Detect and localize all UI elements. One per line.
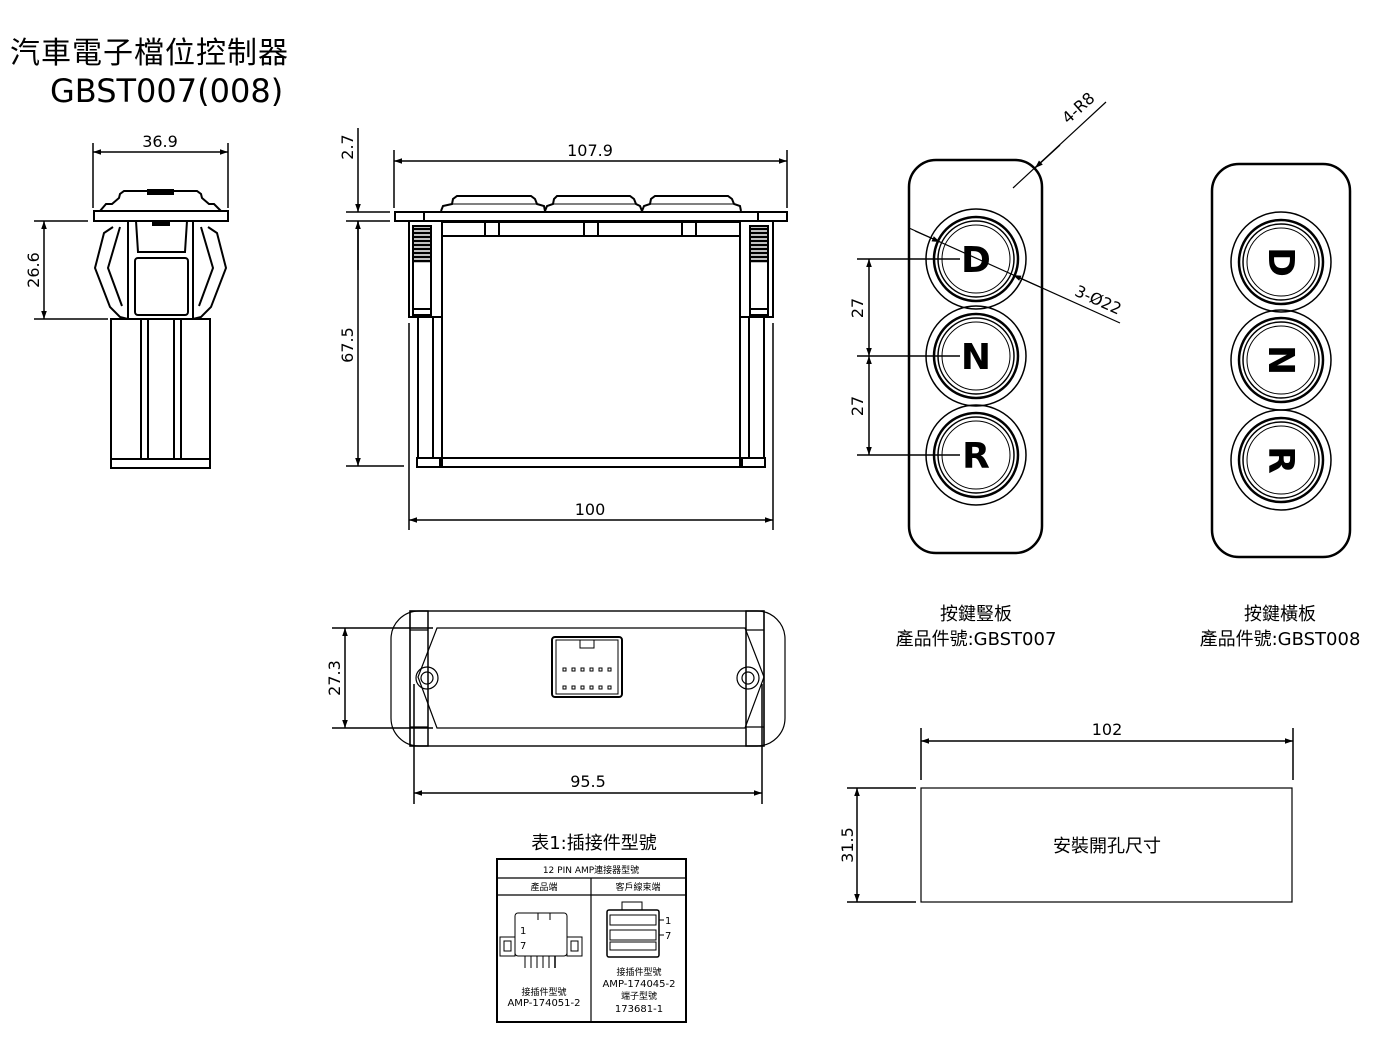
dim-side-height: 26.6 [24, 252, 43, 288]
connector-pins [562, 667, 612, 690]
model-number: GBST007(008) [50, 72, 284, 110]
harness-pin-1: 1 [665, 916, 671, 927]
table-title: 表1:插接件型號 [531, 833, 657, 854]
rear-view [332, 610, 786, 804]
dim-side-width: 36.9 [142, 132, 178, 151]
dim-rear-height: 27.3 [325, 660, 344, 696]
terminal-number: 173681-1 [615, 1004, 663, 1015]
harness-pin-7: 7 [665, 931, 671, 942]
table-header: 12 PIN AMP連接器型號 [543, 864, 639, 876]
connector-table [496, 858, 687, 1023]
product-title: 汽車電子檔位控制器 [10, 36, 289, 71]
key-label-n: N [961, 337, 991, 378]
horizontal-panel-caption: 按鍵橫板 [1244, 604, 1316, 625]
product-part-label: 接插件型號 [521, 986, 566, 998]
vertical-panel-part-number: 產品件號:GBST007 [896, 629, 1057, 650]
product-part-number: AMP-174051-2 [507, 998, 580, 1009]
cutout-label: 安裝開孔尺寸 [1053, 836, 1161, 857]
key-label-d: D [961, 240, 991, 281]
pitch-dim-2: 27 [848, 396, 867, 416]
dim-body-width: 100 [575, 500, 606, 519]
col-header-product: 產品端 [530, 881, 557, 893]
terminal-label: 端子型號 [621, 990, 657, 1002]
horizontal-panel-part-number: 產品件號:GBST008 [1200, 629, 1361, 650]
harness-connector-icon [606, 901, 664, 958]
corner-radius-callout: 4-R8 [1058, 88, 1098, 127]
h-key-label-r: R [1260, 446, 1301, 474]
col-header-harness: 客戶線束端 [615, 881, 660, 893]
harness-part-number: AMP-174045-2 [602, 979, 675, 990]
dim-body-depth: 67.5 [338, 327, 357, 363]
product-pin-1: 1 [520, 926, 526, 937]
dim-cutout-width: 102 [1092, 720, 1123, 739]
front-view [346, 128, 788, 530]
dim-front-overall-width: 107.9 [567, 141, 613, 160]
side-view [34, 143, 229, 469]
product-pin-7: 7 [520, 941, 526, 952]
dim-flange-thickness: 2.7 [338, 134, 357, 159]
key-label-r: R [962, 436, 990, 477]
harness-part-label: 接插件型號 [616, 966, 661, 978]
h-key-label-n: N [1260, 345, 1301, 375]
vertical-panel-caption: 按鍵豎板 [940, 604, 1012, 625]
dim-rear-width: 95.5 [570, 772, 606, 791]
dim-cutout-height: 31.5 [838, 827, 857, 863]
pitch-dim-1: 27 [848, 298, 867, 318]
product-connector-icon [499, 912, 583, 968]
horizontal-panel [1210, 162, 1352, 559]
vertical-panel [857, 101, 1121, 555]
mounting-cutout [847, 728, 1294, 903]
h-key-label-d: D [1260, 247, 1301, 277]
